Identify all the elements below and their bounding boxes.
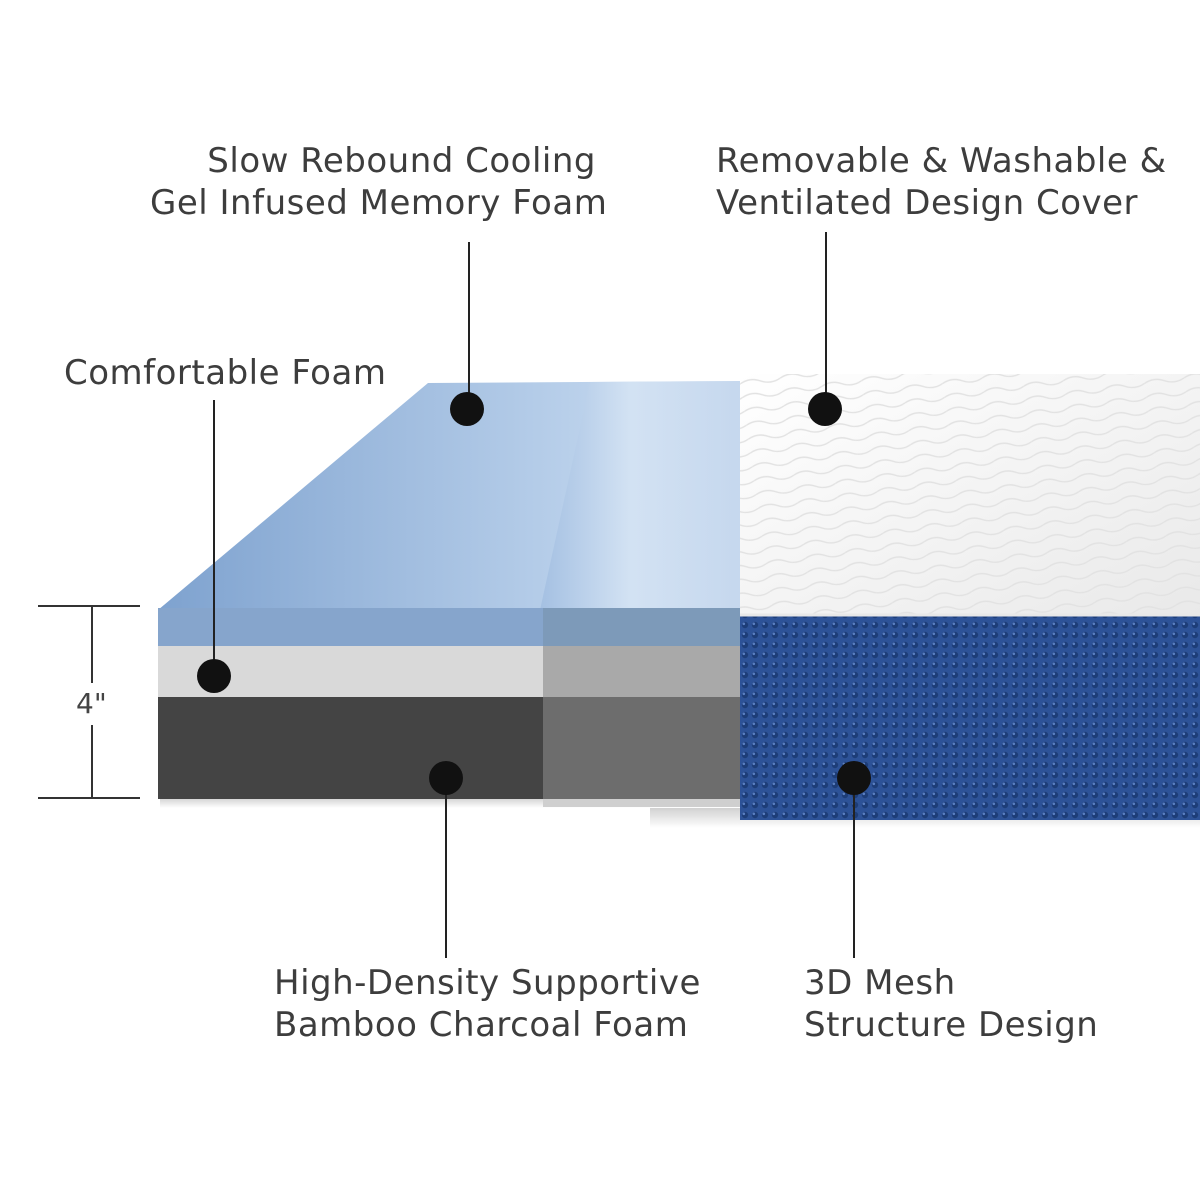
comfort-callout-marker-icon (197, 659, 231, 693)
gel-callout-marker-icon (450, 392, 484, 426)
cover-label-line-2: Ventilated Design Cover (716, 183, 1139, 223)
gel-foam-layer (158, 608, 543, 646)
support-foam-label-line-1: High-Density Supportive (274, 963, 701, 1003)
gel-foam-layer-right (543, 608, 740, 646)
gel-foam-label: Slow Rebound Cooling Gel Infused Memory … (150, 140, 608, 224)
mesh-label-line-2: Structure Design (804, 1005, 1099, 1045)
cover-callout-marker-icon (808, 392, 842, 426)
mesh-label-line-1: 3D Mesh (804, 963, 956, 1003)
comfort-foam-label-line-1: Comfortable Foam (64, 353, 387, 393)
gel-foam-top-shine (540, 381, 740, 610)
support-foam-layer (158, 697, 543, 799)
cover-label: Removable & Washable & Ventilated Design… (716, 140, 1167, 224)
mesh-callout-marker-icon (837, 761, 871, 795)
mattress-shadow-left (160, 798, 740, 808)
support-foam-label: High-Density Supportive Bamboo Charcoal … (274, 962, 701, 1046)
mesh-side (740, 614, 1200, 820)
height-label: 4" (76, 687, 107, 720)
mesh-label: 3D Mesh Structure Design (804, 962, 1098, 1046)
support-foam-layer-right (543, 697, 740, 799)
support-callout-marker-icon (429, 761, 463, 795)
support-foam-label-line-2: Bamboo Charcoal Foam (274, 1005, 689, 1045)
comfort-foam-label: Comfortable Foam (64, 352, 386, 394)
gel-foam-label-line-1: Slow Rebound Cooling (207, 141, 596, 181)
cover-label-line-1: Removable & Washable & (716, 141, 1167, 181)
gel-foam-label-line-2: Gel Infused Memory Foam (150, 183, 608, 223)
comfort-foam-layer-right (543, 646, 740, 697)
support-foam-bottom-edge (543, 799, 740, 807)
